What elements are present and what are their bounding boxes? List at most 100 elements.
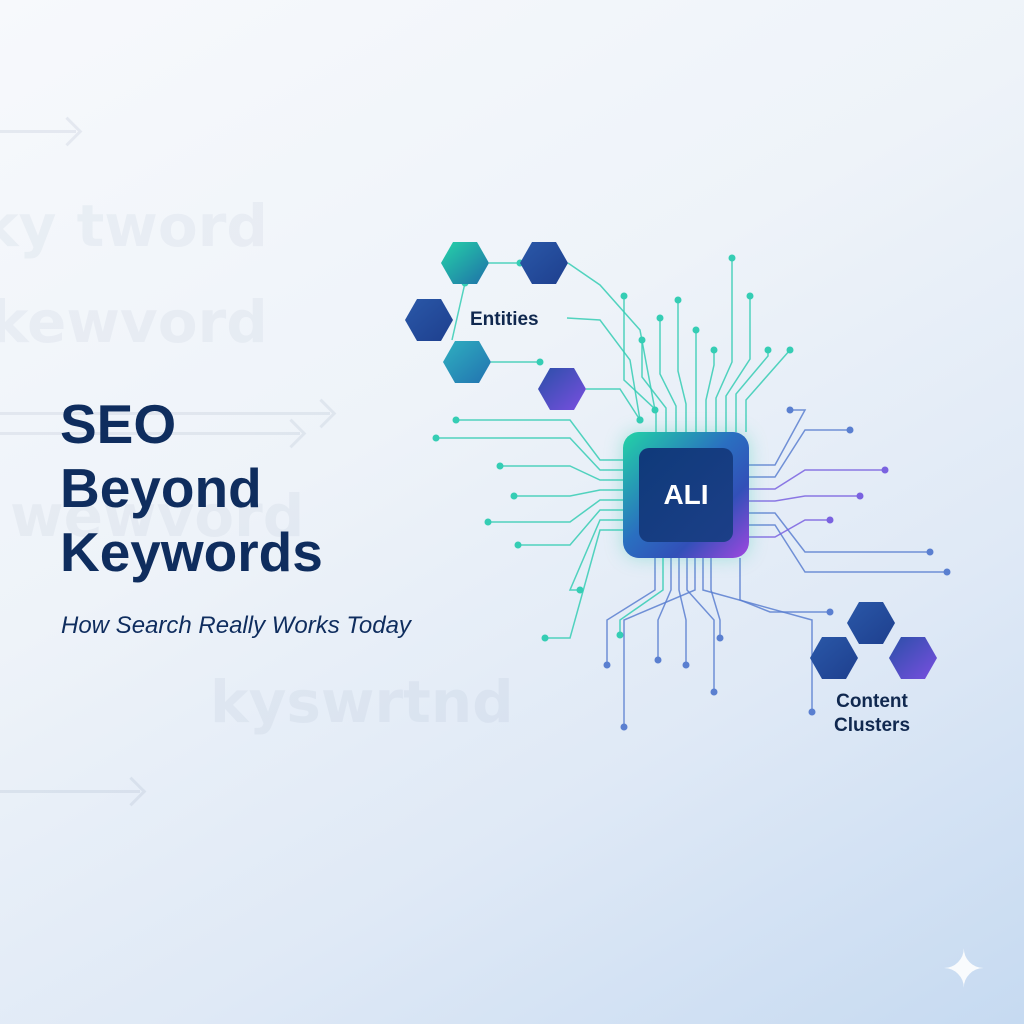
circuit-trace — [745, 349, 791, 432]
trace-end-dot — [536, 358, 544, 366]
circuit-trace — [677, 300, 687, 432]
circuit-trace — [623, 296, 657, 432]
trace-end-dot — [636, 416, 644, 424]
ai-chip: ALI — [623, 432, 749, 558]
trace-end-dot — [654, 656, 662, 664]
circuit-trace — [739, 558, 830, 613]
trace-end-dot — [826, 608, 834, 616]
trace-end-dot — [716, 634, 724, 642]
circuit-trace — [545, 529, 623, 639]
trace-end-dot — [452, 416, 460, 424]
circuit-trace — [500, 465, 623, 481]
hexagon-node — [405, 299, 453, 341]
circuit-trace — [518, 509, 623, 546]
circuit-trace — [456, 419, 623, 461]
trace-end-dot — [541, 634, 549, 642]
trace-end-dot — [943, 568, 951, 576]
trace-end-dot — [764, 346, 772, 354]
circuit-trace — [566, 317, 641, 421]
circuit-trace — [749, 519, 830, 538]
sparkle-icon: ✦ — [942, 941, 986, 999]
trace-end-dot — [496, 462, 504, 470]
trace-end-dot — [826, 516, 834, 524]
arrow-right-icon — [0, 412, 330, 415]
background-word: wewvord — [10, 482, 304, 550]
trace-end-dot — [616, 631, 624, 639]
trace-end-dot — [808, 708, 816, 716]
hexagon-node — [810, 637, 858, 679]
trace-end-dot — [856, 492, 864, 500]
trace-end-dot — [710, 346, 718, 354]
hexagon-node — [441, 242, 489, 284]
circuit-trace — [749, 512, 930, 553]
entities-label: Entities — [470, 309, 539, 330]
trace-end-dot — [786, 346, 794, 354]
circuit-trace — [710, 558, 721, 638]
hexagon-node — [538, 368, 586, 410]
circuit-trace — [436, 437, 623, 471]
trace-end-dot — [432, 434, 440, 442]
label-line: Content — [836, 691, 908, 712]
circuit-trace — [567, 262, 656, 411]
background-word: kyswrtnd — [210, 668, 514, 736]
hexagon-node — [520, 242, 568, 284]
trace-end-dot — [576, 586, 584, 594]
page-title: SEO Beyond Keywords — [60, 392, 323, 584]
circuit-trace — [488, 499, 623, 523]
circuit-trace — [451, 282, 466, 341]
title-line: SEO — [60, 393, 177, 455]
trace-end-dot — [656, 314, 664, 322]
circuit-trace — [705, 350, 715, 432]
circuit-trace — [623, 558, 696, 727]
circuit-trace — [641, 340, 667, 432]
arrow-right-icon — [0, 790, 140, 793]
trace-end-dot — [926, 548, 934, 556]
arrow-right-icon — [0, 130, 76, 133]
trace-end-dot — [620, 723, 628, 731]
circuit-trace — [702, 558, 813, 712]
subtitle: How Search Really Works Today — [61, 612, 411, 639]
trace-end-dot — [692, 326, 700, 334]
circuit-trace — [657, 558, 672, 660]
background-word: ky tword — [0, 192, 268, 260]
circuit-trace — [686, 558, 715, 692]
trace-end-dot — [682, 661, 690, 669]
circuit-trace — [725, 296, 751, 432]
circuit-trace — [749, 495, 860, 502]
trace-end-dot — [514, 541, 522, 549]
background-word: kewvord — [0, 288, 268, 356]
arrow-right-icon — [0, 432, 300, 435]
circuit-trace — [749, 524, 947, 573]
hexagon-node — [847, 602, 895, 644]
hexagon-node — [889, 637, 937, 679]
trace-end-dot — [786, 406, 794, 414]
trace-end-dot — [651, 406, 659, 414]
hexagon-node — [443, 341, 491, 383]
trace-end-dot — [603, 661, 611, 669]
circuit-trace — [514, 489, 623, 497]
trace-end-dot — [620, 292, 628, 300]
trace-end-dot — [710, 688, 718, 696]
trace-end-dot — [746, 292, 754, 300]
circuit-trace — [659, 318, 677, 432]
title-line: Beyond — [60, 457, 262, 519]
circuit-trace — [586, 388, 641, 421]
trace-end-dot — [510, 492, 518, 500]
trace-end-dot — [674, 296, 682, 304]
circuit-trace — [749, 409, 807, 466]
chip-label: ALI — [639, 448, 733, 542]
circuit-trace — [749, 429, 850, 478]
title-line: Keywords — [60, 521, 323, 583]
trace-end-dot — [728, 254, 736, 262]
trace-end-dot — [484, 518, 492, 526]
trace-end-dot — [881, 466, 889, 474]
label-line: Clusters — [833, 715, 911, 736]
trace-end-dot — [846, 426, 854, 434]
circuit-trace — [606, 558, 656, 665]
circuit-trace — [715, 258, 733, 432]
content-clusters-label: Content Clusters — [822, 690, 922, 738]
circuit-trace — [568, 519, 623, 591]
circuit-trace — [735, 350, 769, 432]
circuit-trace — [749, 469, 885, 490]
